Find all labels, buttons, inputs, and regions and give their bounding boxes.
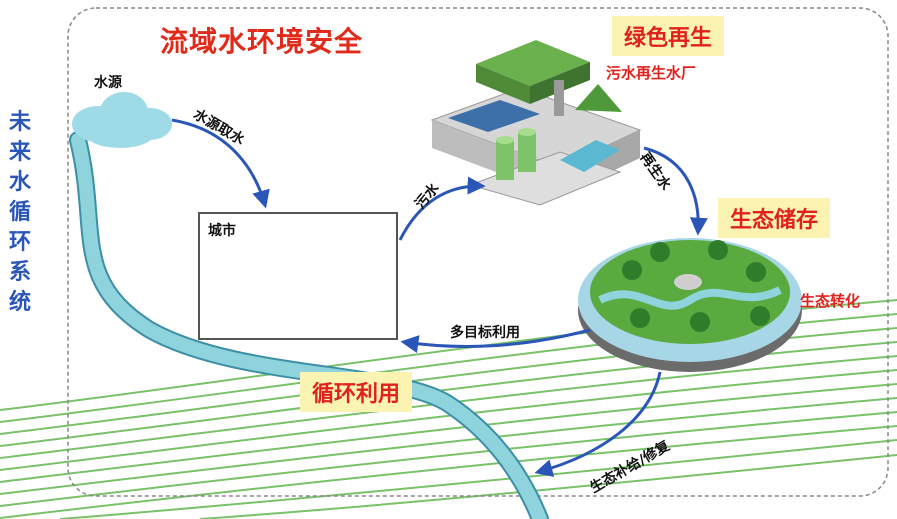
system-frame xyxy=(67,7,889,497)
water-source-cloud-icon xyxy=(72,92,172,148)
label-plant: 污水再生水厂 xyxy=(606,64,697,82)
highlight-green-regen: 绿色再生 xyxy=(612,16,725,56)
treatment-plant-icon xyxy=(430,40,642,206)
field-lines xyxy=(0,299,897,519)
arrow-eco-supply xyxy=(534,371,662,477)
city-box: 城市 xyxy=(198,212,398,340)
highlight-eco-storage: 生态储存 xyxy=(718,198,831,238)
highlight-recycle-use: 循环利用 xyxy=(300,372,413,412)
arrow-multi-use xyxy=(400,328,591,353)
river xyxy=(69,131,549,519)
flow-arrows xyxy=(171,118,708,477)
label-multi-use: 多目标利用 xyxy=(450,325,520,341)
arrow-reclaimed xyxy=(643,146,708,236)
arrow-sewage xyxy=(398,176,486,241)
side-title: 未来水循环系统 xyxy=(8,110,31,315)
main-title: 流域水环境安全 xyxy=(160,25,364,58)
arrow-intake xyxy=(171,118,270,209)
label-eco-convert: 生态转化 xyxy=(800,292,861,310)
eco-island-icon xyxy=(578,238,802,372)
label-water-source: 水源 xyxy=(94,75,122,91)
label-city: 城市 xyxy=(208,223,236,239)
